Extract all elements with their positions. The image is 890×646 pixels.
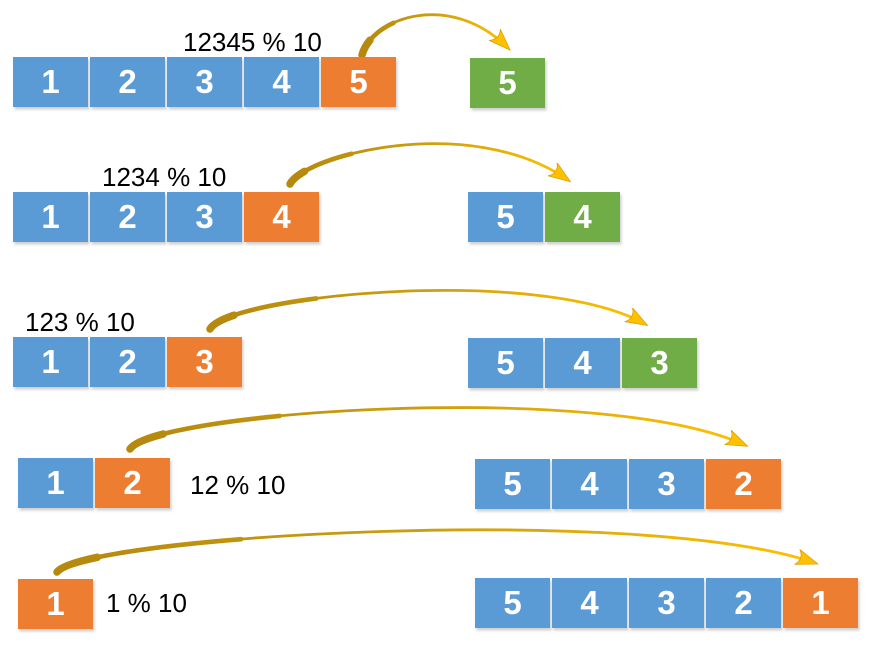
- modulo-label: 12 % 10: [190, 470, 286, 500]
- array-cell: 3: [167, 337, 242, 387]
- array-cell: 1: [13, 57, 88, 107]
- array-cell: 1: [13, 337, 88, 387]
- modulo-label: 1 % 10: [106, 588, 187, 618]
- transfer-arrow-taper: [54, 536, 244, 575]
- transfer-arrow-tail: [53, 553, 102, 576]
- modulo-label: 1234 % 10: [102, 162, 227, 192]
- array-cell: 2: [95, 458, 170, 508]
- array-cell: 2: [706, 578, 781, 628]
- digit-array-right: 5: [470, 58, 545, 108]
- transfer-arrow: [128, 406, 745, 450]
- array-cell: 1: [18, 579, 93, 629]
- array-cell: 5: [470, 58, 545, 108]
- array-cell: 5: [468, 338, 543, 388]
- array-cell: 3: [629, 459, 704, 509]
- transfer-arrow-tail: [206, 311, 238, 333]
- array-cell: 4: [545, 338, 620, 388]
- array-cell: 1: [18, 458, 93, 508]
- array-cell: 4: [552, 578, 627, 628]
- array-cell: 4: [244, 57, 319, 107]
- array-cell: 2: [90, 57, 165, 107]
- array-cell: 3: [167, 192, 242, 242]
- array-cell: 4: [244, 192, 319, 242]
- array-cell: 4: [552, 459, 627, 509]
- array-cell: 5: [468, 192, 543, 242]
- transfer-arrow-taper: [127, 413, 283, 452]
- transfer-arrow-taper: [287, 151, 354, 187]
- array-cell: 5: [475, 459, 550, 509]
- array-cell: 2: [706, 459, 781, 509]
- array-cell: 3: [167, 57, 242, 107]
- array-cell: 3: [622, 338, 697, 388]
- modulo-label: 12345 % 10: [183, 27, 322, 57]
- array-cell: 4: [545, 192, 620, 242]
- array-cell: 5: [475, 578, 550, 628]
- modulo-label: 123 % 10: [25, 307, 135, 337]
- array-cell: 2: [90, 337, 165, 387]
- transfer-arrow-tail: [286, 167, 309, 188]
- array-cell: 1: [783, 578, 858, 628]
- transfer-arrow: [55, 528, 815, 573]
- transfer-arrow: [360, 13, 508, 56]
- transfer-arrow-tail: [126, 430, 167, 453]
- array-cell: 5: [321, 57, 396, 107]
- transfer-arrow: [208, 289, 645, 330]
- digit-array-left: 1: [18, 579, 93, 629]
- array-cell: 3: [629, 578, 704, 628]
- transfer-arrow-tail: [358, 36, 374, 59]
- transfer-arrow: [288, 142, 568, 185]
- array-cell: 2: [90, 192, 165, 242]
- array-cell: 1: [13, 192, 88, 242]
- transfer-arrow-taper: [207, 296, 319, 332]
